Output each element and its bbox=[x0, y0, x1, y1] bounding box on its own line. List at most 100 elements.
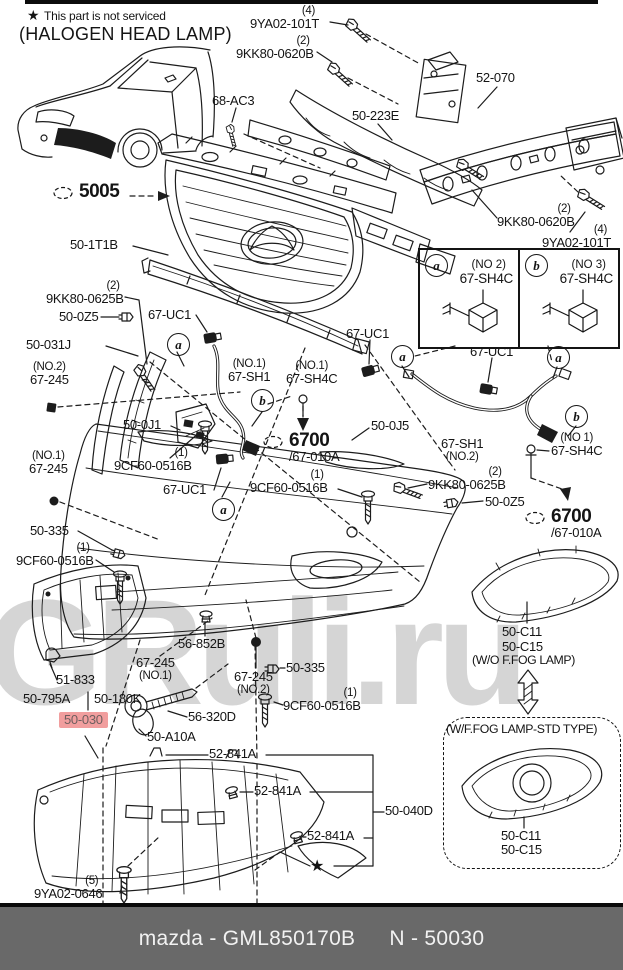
clip-52-841A-2 bbox=[289, 830, 305, 845]
clip-50-335-1 bbox=[109, 547, 127, 561]
part-label[interactable]: 52-841A bbox=[307, 828, 355, 843]
screw-9CF60-4 bbox=[257, 693, 273, 728]
part-label[interactable]: (5)9YA02-0646 bbox=[34, 875, 103, 902]
part-label[interactable]: 67-UC1 bbox=[346, 326, 389, 341]
part-label[interactable]: (1)9CF60-0516B bbox=[250, 469, 328, 496]
callout-a-4: a bbox=[547, 346, 570, 369]
catalog-footer: mazda - GML850170B N - 50030 bbox=[0, 903, 623, 970]
part-label[interactable]: 67-UC1 bbox=[148, 307, 191, 322]
part-label[interactable]: 50-795A bbox=[23, 691, 71, 706]
part-label[interactable]: 51-833 bbox=[56, 672, 95, 687]
part-label-selected[interactable]: 50-030 bbox=[59, 712, 108, 728]
legend-cell-b: b (NO 3) 67-SH4C bbox=[520, 250, 618, 347]
arrows bbox=[158, 191, 571, 501]
part-label[interactable]: (2)9KK80-0625B bbox=[428, 466, 506, 493]
page-title: (HALOGEN HEAD LAMP) bbox=[19, 24, 232, 44]
part-label[interactable]: 56-852B bbox=[178, 636, 226, 651]
screw-9YA02-0646 bbox=[116, 866, 132, 904]
part-label[interactable]: 56-320D bbox=[188, 709, 236, 724]
sensor-67UC1-4 bbox=[214, 452, 234, 466]
bolt-9YA02-2 bbox=[575, 186, 608, 213]
ref-6700-2[interactable]: 6700 /67-010A bbox=[524, 507, 602, 540]
fastener-67-245-no2 bbox=[46, 402, 57, 413]
part-label[interactable]: (1)9CF60-0516B bbox=[114, 447, 192, 474]
ref-text: 6700 /67-010A bbox=[289, 430, 340, 464]
ref-5005[interactable]: 5005 bbox=[52, 182, 120, 201]
part-label[interactable]: (4)9YA02-101T bbox=[250, 5, 320, 32]
part-label[interactable]: 50-0J1 bbox=[123, 417, 161, 432]
part-label[interactable]: (4)9YA02-101T bbox=[542, 224, 612, 251]
fastener-67-245-b bbox=[251, 637, 261, 647]
assembly-icon bbox=[53, 186, 73, 200]
part-label[interactable]: 50-A10A bbox=[147, 729, 196, 744]
part-label[interactable]: 67-245(NO.1) bbox=[136, 655, 175, 682]
wire-harness-left bbox=[212, 344, 260, 460]
part-label[interactable]: 50-0Z5 bbox=[485, 494, 525, 509]
part-label[interactable]: 67-SH1(NO.2) bbox=[441, 436, 484, 463]
part-label[interactable]: 50-223E bbox=[352, 108, 400, 123]
footer-part-code: mazda - GML850170B bbox=[138, 926, 356, 950]
car-sketch bbox=[17, 46, 215, 168]
part-label[interactable]: (NO.1)67-SH1 bbox=[228, 358, 271, 385]
wire-harness-right bbox=[402, 367, 572, 443]
option-note: (W/O F.FOG LAMP) bbox=[472, 653, 575, 667]
part-label[interactable]: (NO.1)67-245 bbox=[29, 450, 68, 477]
part-label[interactable]: 50-031J bbox=[26, 337, 71, 352]
part-label[interactable]: 68-AC3 bbox=[212, 93, 255, 108]
clip-52-841A-1 bbox=[224, 785, 240, 800]
splash-shield bbox=[33, 747, 367, 895]
part-label[interactable]: (NO.2)67-245 bbox=[30, 361, 69, 388]
part-label[interactable]: (2)9KK80-0625B bbox=[46, 280, 124, 307]
part-label[interactable]: (2)9KK80-0620B bbox=[497, 203, 575, 230]
bolt-9KK80-1 bbox=[325, 60, 356, 89]
clip-56-852B bbox=[199, 610, 213, 623]
part-label[interactable]: 50-0Z5 bbox=[59, 309, 99, 324]
part-label[interactable]: (NO.1)67-SH4C bbox=[286, 360, 338, 387]
fog-bezel-wf-foglamp bbox=[461, 748, 603, 820]
part-label[interactable]: 52-841A bbox=[254, 783, 302, 798]
ref-6700-1[interactable]: 6700 /67-010A bbox=[262, 430, 340, 464]
part-label[interactable]: (1)9CF60-0516B bbox=[283, 687, 361, 714]
callout-a-1: a bbox=[167, 333, 190, 356]
lower-grille-bar bbox=[141, 257, 370, 355]
part-label[interactable]: (2)9KK80-0620B bbox=[236, 35, 314, 62]
part-label[interactable]: (1)9CF60-0516B bbox=[16, 542, 94, 569]
callout-b-2: b bbox=[565, 405, 588, 428]
part-label[interactable]: 50-1T1B bbox=[70, 237, 118, 252]
fastener-67-245-no1 bbox=[49, 496, 59, 506]
part-label[interactable]: 50-335 bbox=[286, 660, 325, 675]
part-label[interactable]: 50-C11 bbox=[501, 828, 541, 843]
part-label[interactable]: 67-UC1 bbox=[163, 482, 206, 497]
fog-lamp-option-box bbox=[443, 717, 621, 869]
fender-bracket bbox=[91, 351, 167, 475]
star-marker: ★ bbox=[310, 858, 325, 875]
part-label[interactable]: 67-UC1 bbox=[470, 344, 513, 359]
top-rule bbox=[25, 0, 598, 4]
legend-cell-a: a (NO 2) 67-SH4C bbox=[420, 250, 520, 347]
part-label[interactable]: 67-245(NO.2) bbox=[234, 669, 273, 696]
assembly-icon bbox=[525, 511, 545, 525]
front-bumper-cover bbox=[59, 423, 466, 640]
part-label[interactable]: 50-335 bbox=[30, 523, 69, 538]
callout-a-2: a bbox=[391, 345, 414, 368]
part-label[interactable]: 50-C11 bbox=[502, 624, 542, 639]
star-icon: ★ bbox=[27, 7, 40, 23]
part-label[interactable]: (NO 1)67-SH4C bbox=[551, 432, 603, 459]
dashed-lines bbox=[57, 33, 579, 913]
part-label[interactable]: 50-040D bbox=[385, 803, 433, 818]
seal-panel bbox=[247, 119, 391, 181]
clip-50-0Z5-2 bbox=[442, 497, 460, 509]
part-label[interactable]: 50-C15 bbox=[502, 639, 543, 654]
screw-9CF60-2 bbox=[360, 490, 376, 525]
part-label[interactable]: 52-841A bbox=[209, 746, 257, 761]
part-label[interactable]: 52-070 bbox=[476, 70, 515, 85]
part-label[interactable]: 50-C15 bbox=[501, 842, 542, 857]
part-label[interactable]: 50-0J5 bbox=[371, 418, 409, 433]
grommet-50-A10A bbox=[132, 708, 154, 736]
sensor-glyph bbox=[542, 289, 598, 333]
screw-67SH4C-right bbox=[525, 444, 537, 479]
part-label[interactable]: 50-180K bbox=[94, 691, 142, 706]
fog-bezel-wo-foglamp bbox=[471, 545, 619, 623]
